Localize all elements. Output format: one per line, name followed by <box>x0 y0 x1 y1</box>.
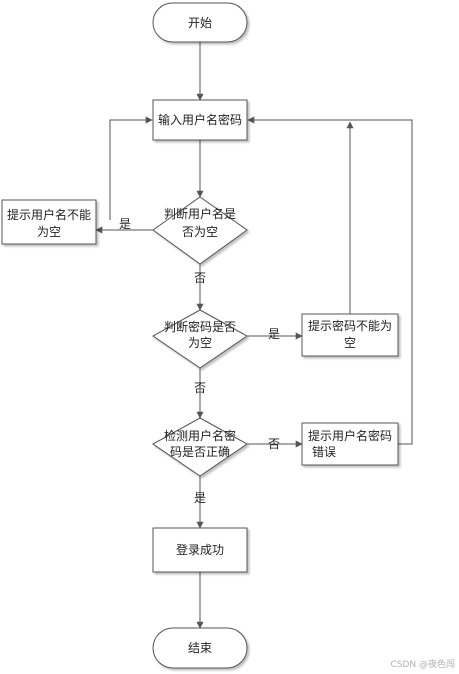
verify-label-line1: 检测用户名密 <box>164 428 236 443</box>
edge-label-yes-pwd-empty: 是 <box>268 327 280 341</box>
end-label: 结束 <box>188 641 212 655</box>
edge-tip-user-back-to-input <box>109 116 153 220</box>
check-pwd-label-line1: 判断密码是否 <box>164 319 236 334</box>
edge-label-no-user-empty: 否 <box>194 271 206 285</box>
edge-label-yes-verify: 是 <box>194 491 206 505</box>
verify-decision <box>152 417 248 477</box>
start-terminal <box>152 2 248 43</box>
check-user-label-line2: 否为空 <box>182 225 218 239</box>
tip-wrong-label-line2: 错误 <box>312 445 336 459</box>
check-pwd-label-line2: 为空 <box>188 336 212 350</box>
input-label: 输入用户名密码 <box>158 112 242 127</box>
tip-user-empty-box <box>1 199 97 245</box>
edge-label-no-pwd-empty: 否 <box>194 381 206 395</box>
nodes <box>1 2 399 669</box>
login-success-box <box>152 527 248 573</box>
tip-user-label-line2: 为空 <box>37 225 61 239</box>
verify-label-line2: 码是否正确 <box>170 445 230 459</box>
tip-user-label-line1: 提示用户名不能 <box>7 207 91 222</box>
tip-pwd-label-line2: 空 <box>344 336 356 350</box>
node-labels: 开始 输入用户名密码 判断用户名是 否为空 提示用户名不能 为空 判断密码是否 … <box>7 16 392 655</box>
check-pwd-empty-decision <box>152 309 248 369</box>
tip-pwd-label-line1: 提示密码不能为 <box>308 318 392 333</box>
tip-wrong-box <box>301 422 399 466</box>
end-terminal <box>152 627 248 669</box>
check-user-empty-decision <box>152 196 248 265</box>
watermark: CSDN @夜色闯 <box>390 658 455 670</box>
connectors <box>95 42 413 629</box>
input-process-box <box>152 99 248 141</box>
tip-pwd-empty-box <box>301 313 399 357</box>
start-label: 开始 <box>188 16 212 30</box>
login-success-label: 登录成功 <box>176 542 224 557</box>
edge-tip-wrong-back-to-input <box>247 116 413 445</box>
tip-wrong-label-line1: 提示用户名密码 <box>308 428 392 443</box>
check-user-label-line1: 判断用户名是 <box>164 206 236 221</box>
edge-labels: 是 否 是 否 否 是 <box>119 217 280 505</box>
edge-label-no-verify: 否 <box>268 437 280 451</box>
edge-label-yes-user-empty: 是 <box>119 217 131 231</box>
